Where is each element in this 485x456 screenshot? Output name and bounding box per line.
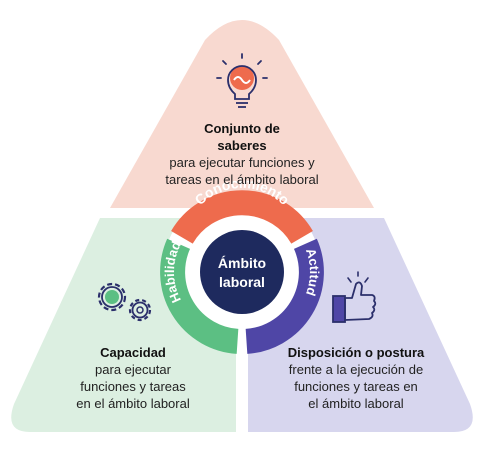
center-label-line1: Ámbito bbox=[218, 255, 266, 271]
section-right-text: Disposición o postura frente a la ejecuc… bbox=[256, 344, 456, 412]
section-left-desc-line2: funciones y tareas bbox=[80, 379, 186, 394]
lightbulb-icon bbox=[216, 53, 268, 108]
section-top-desc-line2: tareas en el ámbito laboral bbox=[165, 172, 319, 187]
thumbs-up-icon bbox=[332, 271, 377, 323]
section-left-desc-line1: para ejecutar bbox=[95, 362, 171, 377]
section-left-title: Capacidad bbox=[100, 345, 166, 360]
section-left-desc-line3: en el ámbito laboral bbox=[76, 396, 190, 411]
center-label-line2: laboral bbox=[219, 274, 265, 290]
section-top-title-line1: Conjunto de bbox=[204, 121, 280, 136]
gears-icon bbox=[97, 282, 152, 322]
ring-label-actitud: Actitud bbox=[303, 246, 322, 297]
ring-label-habilidad: Habilidad bbox=[162, 239, 184, 305]
ring-segment-habilidad bbox=[160, 238, 239, 354]
section-right-desc-line3: el ámbito laboral bbox=[308, 396, 404, 411]
section-right-title: Disposición o postura bbox=[287, 345, 425, 360]
center-core bbox=[200, 230, 284, 314]
section-right-desc-line1: frente a la ejecución de bbox=[288, 362, 424, 377]
ring-segment-conocimiento bbox=[171, 190, 313, 244]
section-top-desc-line1: para ejecutar funciones y bbox=[169, 155, 315, 170]
section-top-text: Conjunto de saberes para ejecutar funcio… bbox=[122, 120, 362, 188]
ring-segment-actitud bbox=[245, 238, 324, 354]
section-left-text: Capacidad para ejecutar funciones y tare… bbox=[38, 344, 228, 412]
section-right-desc-line2: funciones y tareas en bbox=[294, 379, 418, 394]
section-top-title-line2: saberes bbox=[217, 138, 267, 153]
section-top-shape bbox=[110, 20, 374, 208]
